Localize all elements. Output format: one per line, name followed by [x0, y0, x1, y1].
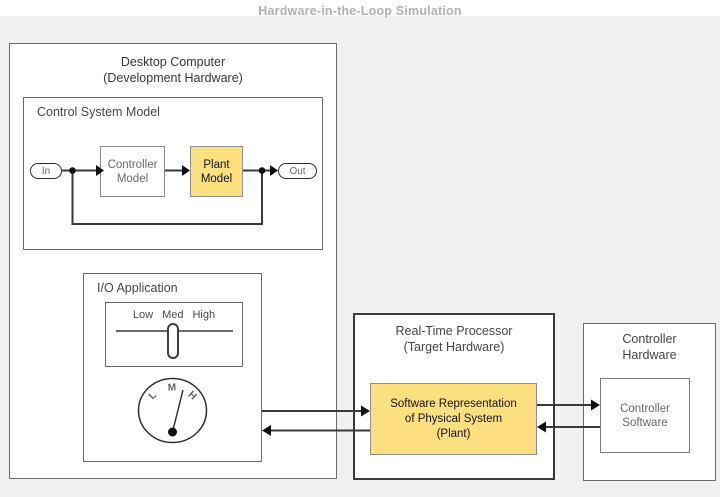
gauge-needle	[171, 389, 184, 433]
out-port-label: Out	[289, 165, 306, 177]
controller-hardware-title-line2: Hardware	[622, 348, 677, 362]
software-representation-line1: Software Representation	[390, 397, 517, 410]
plant-model-label-line2: Model	[200, 172, 233, 185]
realtime-processor-title-line2: (Target Hardware)	[403, 340, 505, 354]
controller-hardware-title: Controller Hardware	[584, 331, 715, 363]
realtime-processor-title-line1: Real-Time Processor	[395, 324, 513, 338]
slider-label-high: High	[192, 309, 216, 321]
plant-model-block: Plant Model	[190, 146, 243, 197]
software-representation-line2: of Physical System	[404, 412, 503, 425]
controller-model-label-line2: Model	[116, 172, 149, 185]
software-representation-line3: (Plant)	[436, 427, 471, 440]
plant-model-label-line1: Plant	[203, 158, 230, 171]
gauge-label-m: M	[167, 382, 176, 394]
slider-handle	[167, 323, 179, 359]
realtime-processor-title: Real-Time Processor (Target Hardware)	[355, 323, 553, 355]
control-system-model-label: Control System Model	[37, 105, 160, 119]
in-port: In	[30, 163, 62, 179]
controller-model-block: Controller Model	[100, 146, 165, 197]
controller-software-block: Controller Software	[600, 378, 690, 453]
slider-panel: Low Med High	[105, 302, 243, 367]
controller-model-label-line1: Controller	[107, 158, 158, 171]
io-application-label: I/O Application	[97, 281, 178, 295]
controller-software-line1: Controller	[620, 402, 670, 415]
software-representation-block: Software Representation of Physical Syst…	[370, 383, 537, 455]
controller-software-line2: Software	[622, 416, 668, 429]
gauge-dial: L M H	[137, 377, 208, 444]
slider-scale-labels: Low Med High	[106, 309, 242, 321]
figure-title-bar: Hardware-in-the-Loop Simulation	[0, 0, 720, 18]
desktop-computer-title: Desktop Computer (Development Hardware)	[10, 54, 336, 86]
in-port-label: In	[41, 165, 51, 177]
gauge-needle-hub	[168, 427, 177, 437]
out-port: Out	[278, 163, 317, 179]
slider-label-low: Low	[132, 309, 154, 321]
desktop-computer-title-line2: (Development Hardware)	[103, 71, 243, 85]
figure-title: Hardware-in-the-Loop Simulation	[258, 4, 462, 18]
desktop-computer-title-line1: Desktop Computer	[120, 55, 226, 69]
slider-label-med: Med	[162, 309, 184, 321]
controller-hardware-title-line1: Controller	[622, 332, 677, 346]
gauge-circle	[137, 377, 208, 444]
